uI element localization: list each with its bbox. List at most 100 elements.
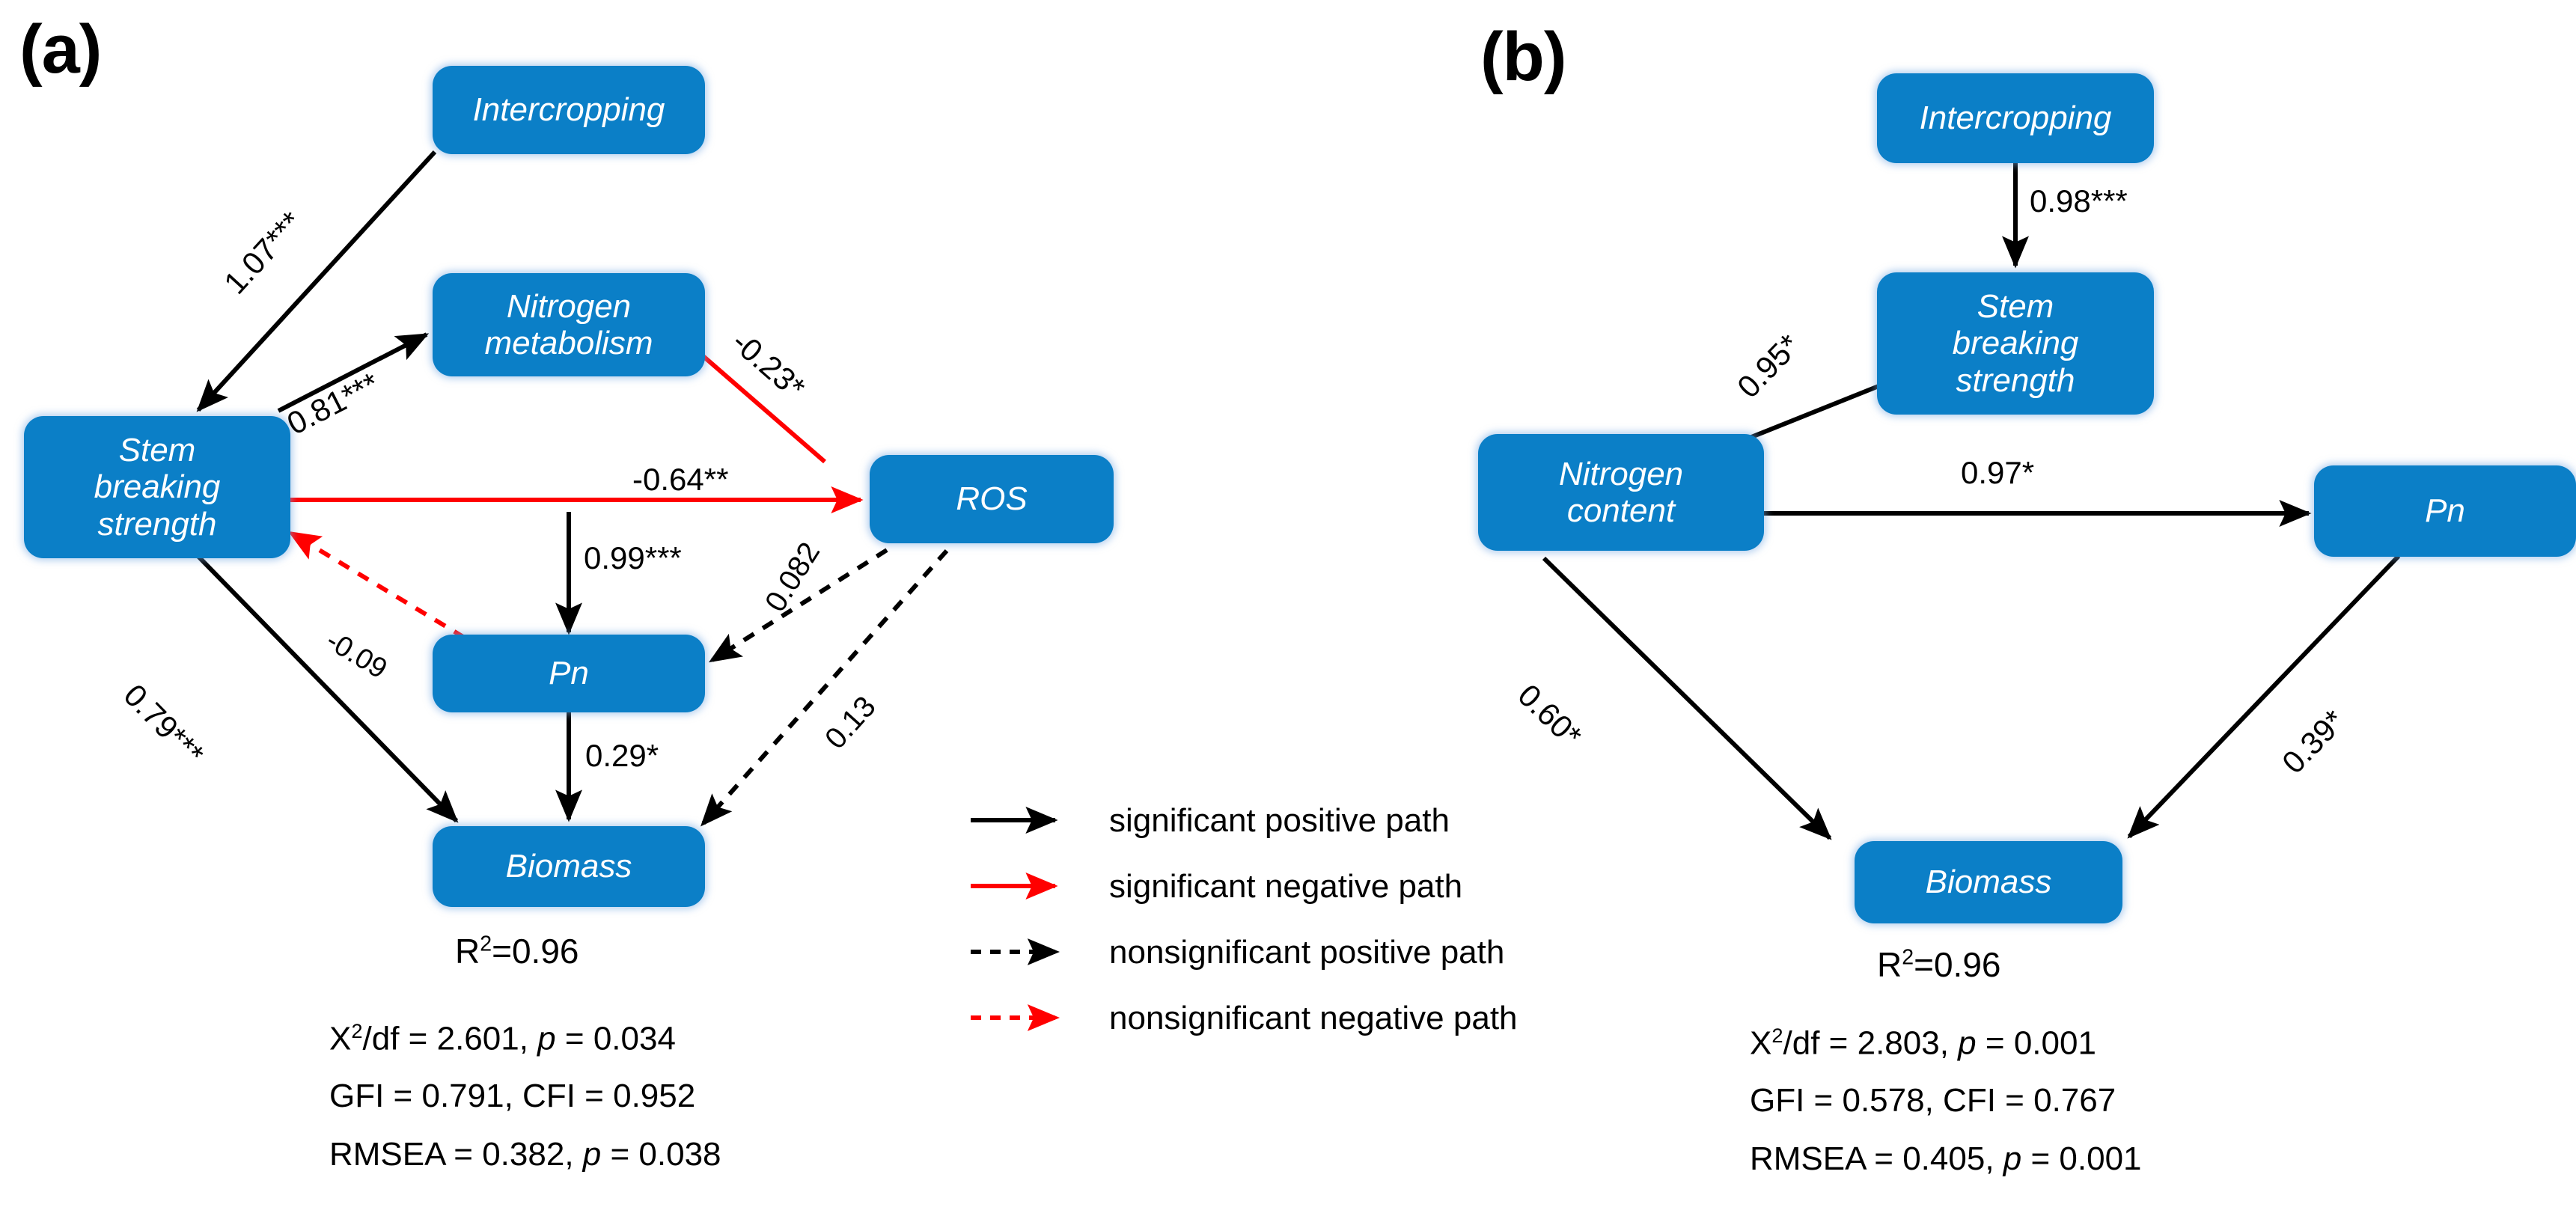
cfi-value: 0.767 <box>2033 1082 2116 1119</box>
node-label: Intercropping <box>472 91 665 129</box>
panel-a-letter: (a) <box>19 11 102 88</box>
node-a-intercropping[interactable]: Intercropping <box>433 66 705 154</box>
edge-value: 0.98*** <box>2030 183 2128 219</box>
node-a-biomass[interactable]: Biomass <box>433 826 705 907</box>
path-a-pn-to-stem <box>287 531 504 663</box>
legend-label-nonsignificant-negative: nonsignificant negative path <box>1109 1000 1518 1037</box>
edge-label-b-intercropping-to-stem: 0.98*** <box>2030 183 2128 219</box>
edge-label-a-pn-to-biomass: 0.29* <box>585 738 659 774</box>
node-label: ROS <box>956 480 1028 518</box>
edge-label-a-nitrogen-to-pn: 0.99*** <box>584 540 682 576</box>
node-a-pn[interactable]: Pn <box>433 635 705 712</box>
eq-8: = <box>1976 1024 2014 1062</box>
gfi-label: GFI <box>329 1078 385 1114</box>
node-a-ros[interactable]: ROS <box>870 455 1114 543</box>
rmsea-value: 0.382 <box>482 1136 565 1173</box>
legend-label-significant-negative: significant negative path <box>1109 868 1462 905</box>
legend-text: significant positive path <box>1109 802 1450 839</box>
p-symbol: p <box>537 1020 556 1057</box>
rmsea-value: 0.405 <box>1902 1140 1986 1177</box>
legend-text: significant negative path <box>1109 868 1463 905</box>
legend-text: nonsignificant negative path <box>1109 1000 1518 1036</box>
panel-a-gfi-cfi-line: GFI = 0.791, CFI = 0.952 <box>329 1078 695 1115</box>
chisq-p-value: 0.034 <box>593 1020 676 1057</box>
edge-value: 0.29* <box>585 738 659 773</box>
node-a-stem-breaking-strength[interactable]: Stem breaking strength <box>24 416 290 558</box>
chisq-p-value: 0.001 <box>2013 1024 2096 1062</box>
node-b-biomass[interactable]: Biomass <box>1855 841 2122 923</box>
comma-4: , <box>1939 1024 1959 1062</box>
node-label: Stem breaking strength <box>1952 288 2079 399</box>
node-label: Nitrogen metabolism <box>484 287 653 361</box>
cfi-value: 0.952 <box>613 1078 696 1114</box>
legend-text: nonsignificant positive path <box>1109 934 1505 971</box>
rmsea-p-value: 0.038 <box>638 1136 721 1173</box>
node-label: Biomass <box>1925 864 2052 901</box>
panel-a-chisq-line: X2/df = 2.601, p = 0.034 <box>329 1019 676 1058</box>
node-b-pn[interactable]: Pn <box>2314 465 2576 557</box>
path-a-ros-to-biomass <box>701 549 949 827</box>
chisq-value: 2.803 <box>1857 1024 1940 1062</box>
chisq-df: /df <box>362 1020 400 1057</box>
node-a-nitrogen-metabolism[interactable]: Nitrogen metabolism <box>433 273 705 376</box>
path-a-intercropping-to-stem <box>196 150 437 412</box>
edge-value: 0.97* <box>1961 455 2035 490</box>
panel-b-gfi-cfi-line: GFI = 0.578, CFI = 0.767 <box>1750 1082 2116 1119</box>
node-label: Intercropping <box>1919 100 2112 137</box>
edge-label-b-nitrogen-to-pn: 0.97* <box>1961 455 2034 491</box>
eq-2: = <box>555 1020 593 1057</box>
eq-6: = <box>601 1136 639 1173</box>
node-b-intercropping[interactable]: Intercropping <box>1877 73 2154 163</box>
eq-4: = <box>575 1078 614 1114</box>
panel-b-rmsea-line: RMSEA = 0.405, p = 0.001 <box>1750 1140 2142 1178</box>
path-b-pn-to-biomass <box>2127 554 2401 839</box>
r2-symbol: R <box>1877 945 1902 984</box>
path-b-nitrogen-to-biomass <box>1542 556 1832 840</box>
path-a-stem-to-nitrogen <box>277 332 430 413</box>
r2-value: =0.96 <box>1914 945 2001 984</box>
panel-a-r2: R2=0.96 <box>455 931 579 971</box>
path-a-ros-to-pn <box>708 548 888 663</box>
edge-value: -0.64** <box>632 462 729 497</box>
panel-b-r2: R2=0.96 <box>1877 944 2001 985</box>
gfi-value: 0.578 <box>1842 1082 1925 1119</box>
comma-6: , <box>1985 1140 2003 1177</box>
chisq-symbol: X <box>329 1020 352 1057</box>
node-b-nitrogen-content[interactable]: Nitrogen content <box>1478 434 1764 551</box>
eq-9: = <box>1804 1082 1843 1119</box>
path-a-stem-to-biomass <box>177 535 459 823</box>
rmsea-p-value: 0.001 <box>2059 1140 2142 1177</box>
eq-3: = <box>384 1078 422 1114</box>
r2-exponent: 2 <box>480 932 492 956</box>
comma-3: , <box>564 1136 583 1173</box>
chisq-exponent: 2 <box>1771 1024 1783 1047</box>
panel-b-chisq-line: X2/df = 2.803, p = 0.001 <box>1750 1024 2096 1063</box>
eq-12: = <box>2021 1140 2060 1177</box>
legend-label-significant-positive: significant positive path <box>1109 802 1450 840</box>
legend-label-nonsignificant-positive: nonsignificant positive path <box>1109 934 1504 971</box>
p-symbol-2: p <box>582 1136 602 1173</box>
gfi-label: GFI <box>1750 1082 1805 1119</box>
comma-2: , <box>504 1078 523 1114</box>
node-b-stem-breaking-strength[interactable]: Stem breaking strength <box>1877 272 2154 415</box>
comma-1: , <box>519 1020 538 1057</box>
chisq-df: /df <box>1783 1024 1820 1062</box>
cfi-label: CFI <box>1943 1082 1996 1119</box>
chisq-value: 2.601 <box>436 1020 519 1057</box>
node-label: Nitrogen content <box>1558 455 1684 529</box>
eq-1: = <box>399 1020 437 1057</box>
chisq-symbol: X <box>1750 1024 1772 1062</box>
edge-value: 0.99*** <box>584 540 682 575</box>
eq-5: = <box>445 1136 483 1173</box>
r2-value: =0.96 <box>492 932 579 971</box>
r2-symbol: R <box>455 932 480 971</box>
panel-b-letter: (b) <box>1480 19 1566 95</box>
comma-5: , <box>1924 1082 1944 1119</box>
panel-a-rmsea-line: RMSEA = 0.382, p = 0.038 <box>329 1136 721 1173</box>
node-label: Pn <box>549 655 589 692</box>
node-label: Stem breaking strength <box>94 432 221 543</box>
r2-exponent: 2 <box>1902 945 1914 970</box>
rmsea-label: RMSEA <box>329 1136 445 1173</box>
eq-11: = <box>1865 1140 1903 1177</box>
node-label: Pn <box>2425 492 2465 530</box>
